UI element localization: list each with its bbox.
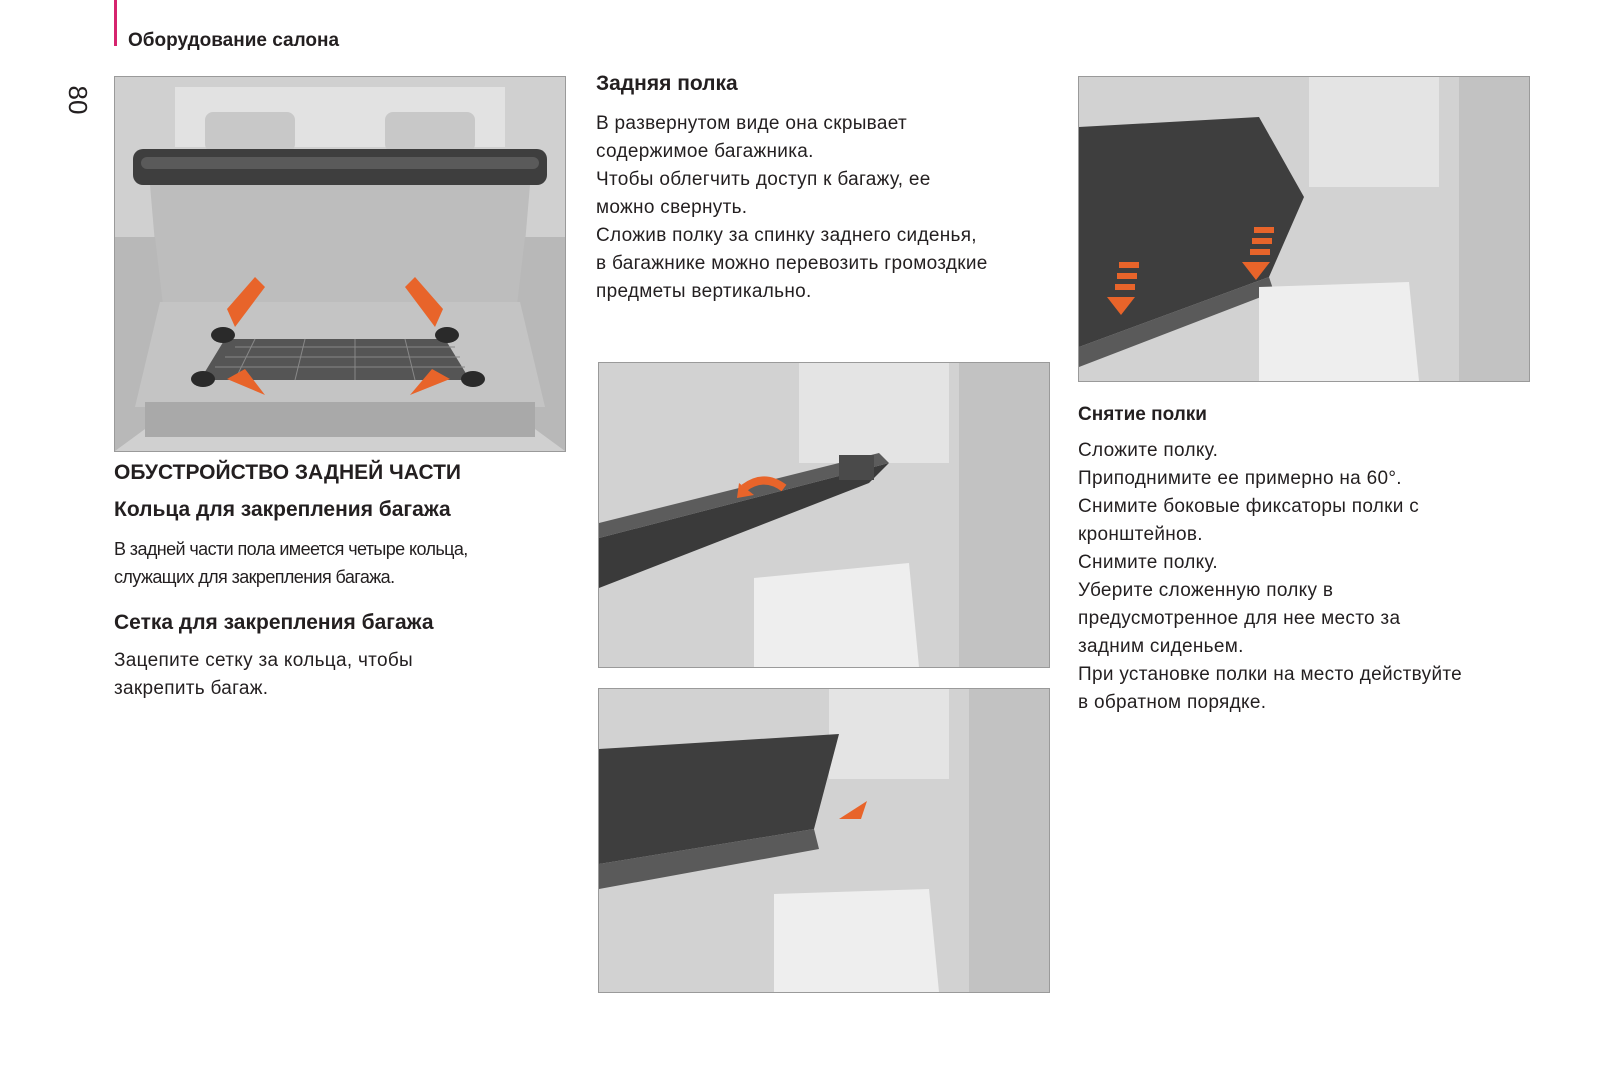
rear-shelf-text: В развернутом виде она скрывает содержим… (596, 113, 988, 302)
luggage-net-title: Сетка для закрепления багажа (114, 611, 434, 634)
rear-area-heading: ОБУСТРОЙСТВО ЗАДНЕЙ ЧАСТИ (114, 461, 462, 484)
shelf-raised-illustration (598, 688, 1050, 993)
luggage-rings-title: Кольца для закрепления багажа (114, 498, 451, 521)
page-number: 80 (63, 85, 93, 115)
trunk-illustration (114, 76, 566, 452)
rear-shelf-title: Задняя полка (596, 72, 738, 95)
luggage-net-text: Зацепите сетку за кольца, чтобы закрепит… (114, 650, 413, 699)
luggage-rings-text: В задней части пола имеется четыре кольц… (114, 539, 468, 587)
shelf-fold-illustration (598, 362, 1050, 668)
section-title: Оборудование салона (128, 30, 340, 51)
shelf-removal-title: Снятие полки (1078, 404, 1207, 425)
shelf-removal-illustration (1078, 76, 1530, 382)
shelf-removal-text: Сложите полку. Приподнимите ее примерно … (1078, 440, 1463, 713)
section-accent-bar (114, 0, 117, 46)
